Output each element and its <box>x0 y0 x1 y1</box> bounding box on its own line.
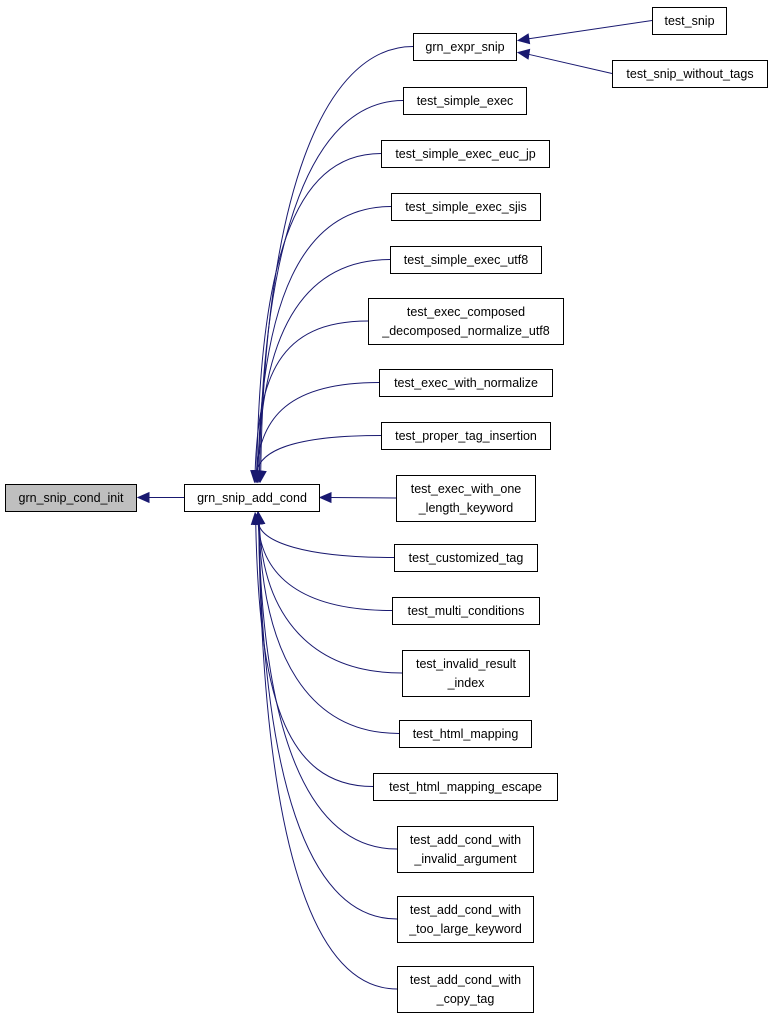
node-box <box>402 650 530 697</box>
node-label: test_add_cond_with <box>410 833 521 847</box>
node-box <box>392 597 540 625</box>
node-label: test_simple_exec_utf8 <box>404 253 528 267</box>
node-box <box>391 193 541 221</box>
node-label: _length_keyword <box>418 501 514 515</box>
arrowhead <box>516 48 531 60</box>
node-label: _index <box>447 676 486 690</box>
node-test-customized-tag[interactable]: test_customized_tag <box>394 544 538 572</box>
node-box <box>368 298 564 345</box>
edge-test-add-cond-with-invalid-argument-to-grn-snip-add-cond <box>258 522 398 850</box>
node-box <box>403 87 527 115</box>
arrowhead <box>251 470 263 484</box>
node-test-html-mapping[interactable]: test_html_mapping <box>399 720 532 748</box>
edge-test-proper-tag-insertion-to-grn-snip-add-cond <box>256 435 382 473</box>
node-label: test_simple_exec_euc_jp <box>395 147 535 161</box>
node-test-multi-conditions[interactable]: test_multi_conditions <box>392 597 540 625</box>
node-label: _copy_tag <box>436 992 495 1006</box>
node-box <box>394 544 538 572</box>
node-grn-snip-cond-init[interactable]: grn_snip_cond_init <box>5 484 137 512</box>
edge-test-html-mapping-to-grn-snip-add-cond <box>258 522 400 734</box>
node-test-html-mapping-escape[interactable]: test_html_mapping_escape <box>373 773 558 801</box>
edge-test-add-cond-with-too-large-keyword-to-grn-snip-add-cond <box>258 522 398 920</box>
node-test-proper-tag-insertion[interactable]: test_proper_tag_insertion <box>381 422 551 450</box>
node-test-exec-with-one-length-keyword[interactable]: test_exec_with_one _length_keyword <box>396 475 536 522</box>
node-box <box>397 896 534 943</box>
edge-test-exec-with-one-length-keyword-to-grn-snip-add-cond <box>329 497 397 499</box>
node-test-snip[interactable]: test_snip <box>652 7 727 35</box>
node-test-exec-with-normalize[interactable]: test_exec_with_normalize <box>379 369 553 397</box>
edge-test-snip-to-grn-expr-snip <box>527 20 653 40</box>
node-box <box>612 60 768 88</box>
node-label: test_multi_conditions <box>408 604 525 618</box>
node-label: test_invalid_result <box>416 657 517 671</box>
node-label: grn_expr_snip <box>425 40 504 54</box>
node-box <box>399 720 532 748</box>
node-label: grn_snip_cond_init <box>19 491 124 505</box>
node-label: test_simple_exec_sjis <box>405 200 527 214</box>
edge-test-snip-without-tags-to-grn-expr-snip <box>527 53 613 74</box>
node-box <box>373 773 558 801</box>
edge-test-simple-exec-euc-jp-to-grn-snip-add-cond <box>256 153 382 473</box>
node-box <box>413 33 517 61</box>
node-box <box>397 826 534 873</box>
node-test-add-cond-with-copy-tag[interactable]: test_add_cond_with _copy_tag <box>397 966 534 1013</box>
node-test-simple-exec-utf8[interactable]: test_simple_exec_utf8 <box>390 246 542 274</box>
node-box <box>652 7 727 35</box>
node-label: grn_snip_add_cond <box>197 491 307 505</box>
edge-test-simple-exec-to-grn-snip-add-cond <box>258 100 404 473</box>
node-test-exec-composed-decomposed[interactable]: test_exec_composed _decomposed_normalize_… <box>368 298 564 345</box>
node-box <box>381 422 551 450</box>
edge-test-add-cond-with-copy-tag-to-grn-snip-add-cond <box>258 522 398 990</box>
node-test-simple-exec-sjis[interactable]: test_simple_exec_sjis <box>391 193 541 221</box>
arrowhead <box>318 492 332 504</box>
node-label: test_add_cond_with <box>410 903 521 917</box>
arrowhead <box>253 511 265 525</box>
node-label: test_add_cond_with <box>410 973 521 987</box>
edge-test-exec-with-normalize-to-grn-snip-add-cond <box>255 382 380 473</box>
node-box <box>396 475 536 522</box>
node-test-simple-exec-euc-jp[interactable]: test_simple_exec_euc_jp <box>381 140 550 168</box>
node-label: test_exec_with_one <box>411 482 522 496</box>
node-label: test_snip <box>664 14 714 28</box>
node-label: test_exec_composed <box>407 305 525 319</box>
node-label: test_customized_tag <box>409 551 524 565</box>
node-label: test_simple_exec <box>417 94 514 108</box>
arrowhead <box>136 491 150 504</box>
node-test-invalid-result-index[interactable]: test_invalid_result _index <box>402 650 530 697</box>
node-label: test_snip_without_tags <box>626 67 753 81</box>
node-grn-expr-snip[interactable]: grn_expr_snip <box>413 33 517 61</box>
node-label: test_html_mapping <box>413 727 519 741</box>
node-box <box>379 369 553 397</box>
node-label: test_proper_tag_insertion <box>395 429 537 443</box>
edges-layer <box>136 20 653 990</box>
edge-test-html-mapping-escape-to-grn-snip-add-cond <box>255 522 374 787</box>
node-box <box>390 246 542 274</box>
node-label: test_html_mapping_escape <box>389 780 542 794</box>
node-test-add-cond-with-too-large-keyword[interactable]: test_add_cond_with _too_large_keyword <box>397 896 534 943</box>
node-box <box>5 484 137 512</box>
node-label: _decomposed_normalize_utf8 <box>381 324 550 338</box>
node-label: test_exec_with_normalize <box>394 376 538 390</box>
node-box <box>381 140 550 168</box>
edge-test-simple-exec-utf8-to-grn-snip-add-cond <box>257 259 391 473</box>
node-label: _invalid_argument <box>413 852 517 866</box>
edge-test-multi-conditions-to-grn-snip-add-cond <box>257 522 393 611</box>
node-grn-snip-add-cond[interactable]: grn_snip_add_cond <box>184 484 320 512</box>
edge-grn-expr-snip-to-grn-snip-add-cond <box>260 46 414 473</box>
node-box <box>184 484 320 512</box>
edge-test-exec-composed-decomposed-to-grn-snip-add-cond <box>254 320 369 473</box>
node-label: _too_large_keyword <box>408 922 522 936</box>
arrowhead <box>516 33 531 45</box>
node-test-snip-without-tags[interactable]: test_snip_without_tags <box>612 60 768 88</box>
node-test-simple-exec[interactable]: test_simple_exec <box>403 87 527 115</box>
nodes-layer: grn_snip_cond_init grn_snip_add_cond grn_e… <box>5 7 768 1013</box>
edge-test-invalid-result-index-to-grn-snip-add-cond <box>258 522 403 674</box>
node-box <box>397 966 534 1013</box>
node-test-add-cond-with-invalid-argument[interactable]: test_add_cond_with _invalid_argument <box>397 826 534 873</box>
edge-test-customized-tag-to-grn-snip-add-cond <box>257 522 395 558</box>
